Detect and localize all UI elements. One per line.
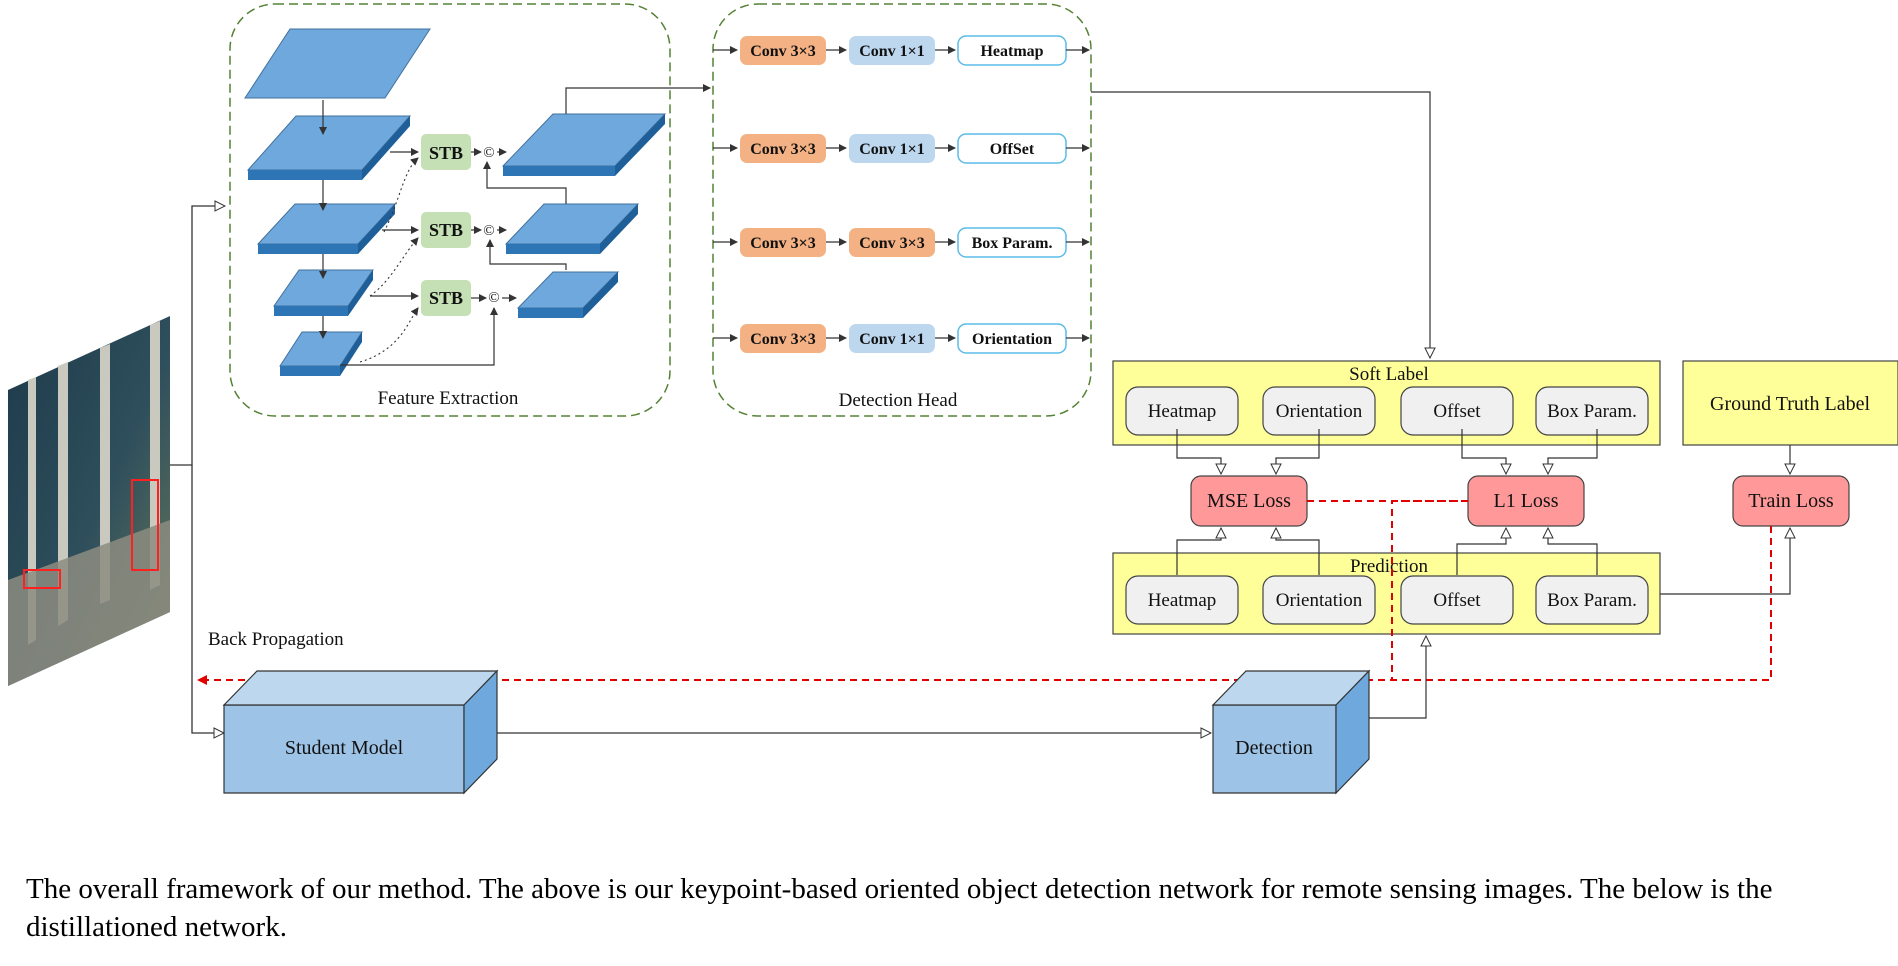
figure-caption: The overall framework of our method. The… — [26, 873, 1773, 943]
prediction-item: Offset — [1400, 575, 1514, 625]
soft-label-items: Heatmap Orientation Offset Box Param. — [1125, 386, 1649, 436]
concat-connectors — [471, 148, 517, 302]
soft-label-item-label: Offset — [1433, 401, 1481, 422]
softlabel-loss-connectors — [1176, 429, 1790, 474]
conv-block — [740, 324, 826, 353]
stb-block-1: STB — [421, 134, 471, 170]
head-to-softlabel-connector — [1091, 91, 1430, 358]
head-output-label: OffSet — [990, 141, 1035, 158]
stb-block-3: STB — [421, 280, 471, 316]
prediction-item: Orientation — [1262, 575, 1376, 625]
prediction-items: Heatmap Orientation Offset Box Param. — [1125, 575, 1649, 625]
stb-connectors — [370, 148, 419, 300]
concat-symbol-2: © — [483, 223, 494, 239]
stb-label: STB — [429, 288, 463, 308]
concat-symbol-3: © — [488, 290, 499, 306]
conv-block — [849, 324, 935, 353]
feature-extraction-panel — [229, 3, 671, 417]
conv-block — [849, 228, 935, 257]
backbone-layer-1 — [244, 28, 431, 99]
conv-label: Conv 1×1 — [859, 141, 925, 158]
prediction-item-label: Heatmap — [1148, 590, 1217, 611]
fpn-layer-1 — [501, 113, 667, 176]
conv-label: Conv 3×3 — [859, 235, 925, 252]
head-row: Conv 3×3 Conv 1×1 OffSet — [713, 133, 1090, 164]
ground-truth-label: Ground Truth Label — [1710, 393, 1870, 415]
stb-block-2: STB — [421, 212, 471, 248]
l1-loss-label: L1 Loss — [1494, 490, 1559, 512]
soft-label-item-label: Box Param. — [1547, 401, 1637, 422]
top-down-connectors — [340, 84, 711, 366]
backbone-pyramid — [244, 28, 431, 376]
stb-label: STB — [429, 143, 463, 163]
backbone-layer-2 — [246, 115, 412, 180]
head-output-label: Box Param. — [972, 235, 1053, 252]
student-model-block: Student Model — [222, 669, 499, 795]
conv-label: Conv 1×1 — [859, 43, 925, 60]
prediction-item-label: Offset — [1433, 590, 1481, 611]
fpn-outputs — [501, 113, 667, 318]
prediction-item-label: Box Param. — [1547, 590, 1637, 611]
prediction-item-label: Orientation — [1276, 590, 1363, 611]
svg-text:©: © — [488, 290, 499, 306]
student-detection-connectors — [497, 636, 1426, 733]
head-row: Conv 3×3 Conv 3×3 Box Param. — [713, 227, 1090, 258]
conv-label: Conv 3×3 — [750, 43, 816, 60]
backbone-layer-4 — [273, 269, 374, 316]
prediction-title: Prediction — [1350, 556, 1429, 577]
prediction-item: Heatmap — [1125, 575, 1239, 625]
soft-label-item: Offset — [1400, 386, 1514, 436]
conv-label: Conv 3×3 — [750, 331, 816, 348]
conv-block — [849, 134, 935, 163]
train-loss-label: Train Loss — [1748, 490, 1834, 512]
head-row: Conv 3×3 Conv 1×1 Orientation — [713, 323, 1090, 354]
fpn-layer-3 — [516, 271, 620, 318]
stb-dotted-skips — [359, 157, 419, 363]
conv-label: Conv 3×3 — [750, 235, 816, 252]
conv-block — [740, 134, 826, 163]
prediction-loss-connectors — [1176, 528, 1790, 595]
soft-label-item-label: Heatmap — [1148, 401, 1217, 422]
conv-block — [849, 36, 935, 65]
fpn-layer-2 — [504, 203, 640, 254]
soft-label-item: Heatmap — [1125, 386, 1239, 436]
svg-text:©: © — [483, 145, 494, 161]
conv-label: Conv 3×3 — [750, 141, 816, 158]
svg-text:©: © — [483, 223, 494, 239]
stb-label: STB — [429, 220, 463, 240]
mse-loss-box: MSE Loss — [1190, 475, 1308, 527]
head-output-label: Heatmap — [980, 43, 1043, 60]
head-row: Conv 3×3 Conv 1×1 Heatmap — [713, 35, 1090, 66]
feature-extraction-title: Feature Extraction — [378, 388, 519, 409]
train-loss-box: Train Loss — [1732, 475, 1850, 527]
student-model-label: Student Model — [285, 737, 404, 759]
detection-head-title: Detection Head — [839, 390, 958, 411]
detection-block: Detection — [1211, 669, 1371, 795]
back-propagation-label: Back Propagation — [208, 629, 344, 650]
mse-loss-label: MSE Loss — [1207, 490, 1291, 512]
l1-loss-box: L1 Loss — [1467, 475, 1585, 527]
head-output-label: Orientation — [972, 331, 1052, 348]
input-remote-sensing-image — [8, 316, 170, 686]
backbone-layer-5 — [279, 331, 363, 376]
conv-block — [740, 228, 826, 257]
prediction-item: Box Param. — [1535, 575, 1649, 625]
soft-label-item: Box Param. — [1535, 386, 1649, 436]
detection-label: Detection — [1235, 737, 1313, 759]
detection-head-panel — [712, 3, 1092, 417]
concat-symbol-1: © — [483, 145, 494, 161]
soft-label-title: Soft Label — [1349, 364, 1429, 385]
conv-block — [740, 36, 826, 65]
soft-label-item: Orientation — [1262, 386, 1376, 436]
back-propagation-paths — [197, 500, 1772, 685]
backbone-layer-3 — [256, 203, 397, 254]
input-connectors — [170, 206, 225, 733]
soft-label-item-label: Orientation — [1276, 401, 1363, 422]
conv-label: Conv 1×1 — [859, 331, 925, 348]
